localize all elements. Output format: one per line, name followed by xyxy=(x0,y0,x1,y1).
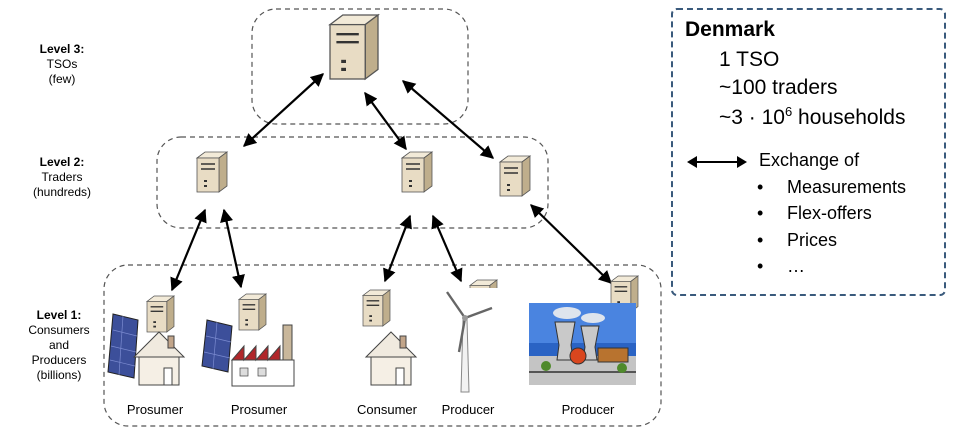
level2-title: Level 2: xyxy=(39,155,85,169)
node-caption: Producer xyxy=(561,402,615,417)
solar-panel-icon xyxy=(107,313,139,379)
level2-label: Level 2: Traders (hundreds) xyxy=(22,155,102,200)
arrow-trader2-wind xyxy=(431,214,463,283)
bullet-icon: • xyxy=(757,230,764,250)
legend-fact-base: ~3 · 10 xyxy=(719,106,785,129)
level1-label: Level 1: Consumers and Producers (billio… xyxy=(19,308,99,383)
node-caption: Producer xyxy=(441,402,495,417)
node-caption: Prosumer xyxy=(126,402,184,417)
level2-line: (hundreds) xyxy=(32,185,92,199)
arrow-trader2-consumer xyxy=(383,214,412,283)
level1-title: Level 1: xyxy=(36,308,82,322)
arrow-tso-trader3 xyxy=(401,80,495,159)
level3-line: TSOs xyxy=(46,57,78,71)
legend-bullet-text: Measurements xyxy=(787,177,907,197)
legend-bullet-text: Flex-offers xyxy=(787,203,872,223)
trader-server-icon xyxy=(401,151,433,193)
solar-panel-icon xyxy=(201,319,233,373)
level3-group-box xyxy=(251,8,469,125)
tso-server-icon xyxy=(328,13,380,81)
node-caption: Prosumer xyxy=(230,402,288,417)
local-server-icon xyxy=(146,295,175,333)
legend-bullet-item: •… xyxy=(757,256,805,277)
arrow-trader3-plant xyxy=(530,204,612,284)
level2-line: Traders xyxy=(41,170,83,184)
legend-fact: 1 TSO xyxy=(719,48,780,71)
trader-server-icon xyxy=(196,151,228,193)
legend-box: Denmark 1 TSO ~100 traders ~3 · 106 hous… xyxy=(671,8,946,296)
double-arrow-icon xyxy=(687,156,747,168)
level1-line: and xyxy=(48,338,70,352)
local-server-icon xyxy=(238,293,267,331)
legend-fact-exponent: 6 xyxy=(784,104,793,119)
legend-fact: ~100 traders xyxy=(719,76,838,99)
bullet-icon: • xyxy=(757,177,764,197)
legend-bullet-item: • Flex-offers xyxy=(757,203,872,224)
level1-line: (billions) xyxy=(36,368,82,382)
level3-title: Level 3: xyxy=(39,42,85,56)
level1-line: Producers xyxy=(31,353,87,367)
house-icon xyxy=(133,331,185,386)
house-icon xyxy=(365,331,417,386)
factory-icon xyxy=(230,324,295,387)
legend-title: Denmark xyxy=(685,18,775,41)
arrow-trader1-prosumer2 xyxy=(220,208,245,289)
legend-exchange-label: Exchange of xyxy=(759,150,860,170)
bullet-icon: • xyxy=(757,203,764,223)
arrow-trader1-prosumer1 xyxy=(170,208,207,292)
legend-fact-tail: households xyxy=(792,106,906,129)
level1-group-box xyxy=(103,264,662,427)
node-caption: Consumer xyxy=(357,402,417,417)
bullet-icon: • xyxy=(757,256,764,276)
trader-server-icon xyxy=(499,155,531,197)
level2-group-box xyxy=(156,136,549,229)
legend-fact: ~3 · 106 households xyxy=(719,104,905,130)
legend-bullet-text: Prices xyxy=(787,230,838,250)
arrow-tso-trader1 xyxy=(243,73,324,147)
arrow-tso-trader2 xyxy=(364,91,407,151)
level3-line: (few) xyxy=(48,72,76,86)
legend-bullet-item: • Measurements xyxy=(757,177,906,198)
level1-line: Consumers xyxy=(28,323,90,337)
level3-label: Level 3: TSOs (few) xyxy=(27,42,97,87)
legend-bullet-text: … xyxy=(787,256,805,276)
wind-turbine-icon xyxy=(437,288,501,394)
local-server-icon xyxy=(362,289,391,327)
power-plant-icon xyxy=(529,303,636,385)
legend-bullet-item: • Prices xyxy=(757,230,837,251)
